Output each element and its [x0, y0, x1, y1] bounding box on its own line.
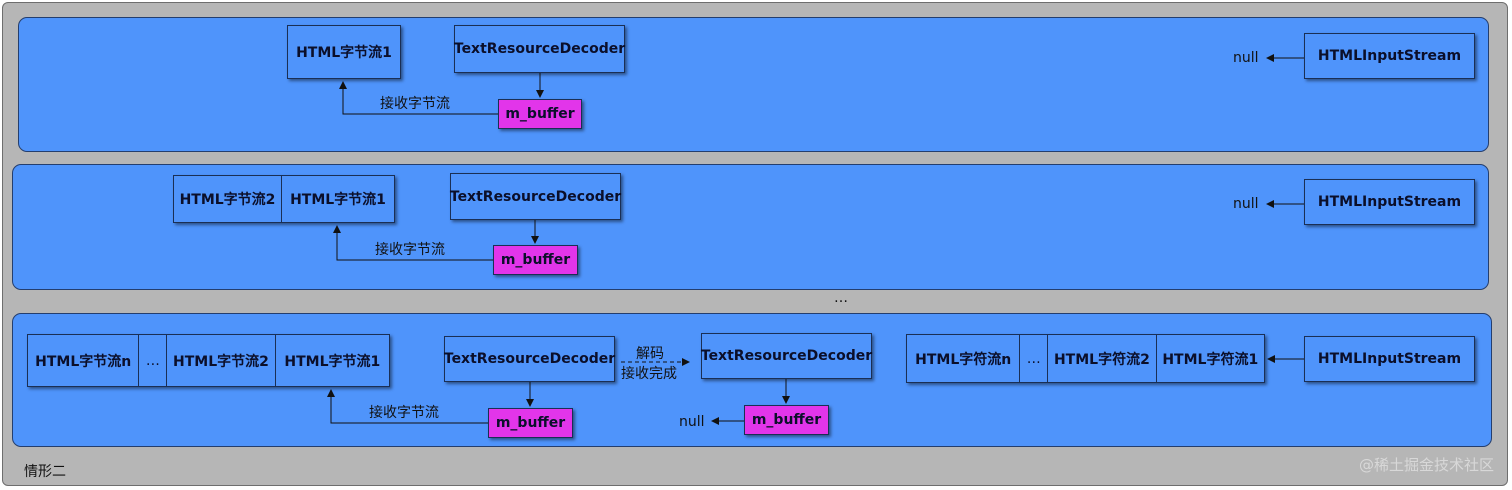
- null-label: null: [1233, 196, 1259, 212]
- html-byte-stream-box: HTML字节流n … HTML字节流2 HTML字节流1: [27, 334, 390, 387]
- html-byte-stream-1: HTML字节流1: [284, 353, 381, 370]
- m-buffer-box: m_buffer: [493, 245, 578, 275]
- html-char-stream-1: HTML字符流1: [1162, 351, 1259, 368]
- receive-bytes-label: 接收字节流: [369, 405, 439, 421]
- html-byte-stream-segment: HTML字节流2: [174, 176, 283, 222]
- html-byte-stream-segment: HTML字节流1: [276, 335, 389, 386]
- html-byte-stream-box: HTML字节流2 HTML字节流1: [173, 175, 395, 223]
- html-byte-stream-1: HTML字节流1: [296, 45, 392, 61]
- html-byte-stream-segment: …: [139, 335, 168, 386]
- null-label: null: [679, 414, 705, 430]
- m-buffer-2-box: m_buffer: [744, 405, 829, 435]
- watermark: @稀土掘金技术社区: [1358, 456, 1494, 474]
- input-stream-label: HTMLInputStream: [1317, 351, 1462, 367]
- html-byte-stream-2: HTML字节流2: [173, 353, 269, 370]
- html-char-stream-box: HTML字符流n … HTML字符流2 HTML字符流1: [906, 334, 1265, 383]
- html-byte-stream-box: HTML字节流1: [287, 25, 401, 79]
- scenario-caption: 情形二: [24, 464, 66, 480]
- html-char-stream-segment: HTML字符流1: [1157, 335, 1264, 382]
- text-resource-decoder-2-box: TextResourceDecoder: [701, 333, 872, 379]
- receive-bytes-label: 接收字节流: [380, 96, 450, 112]
- m-buffer-box: m_buffer: [498, 99, 582, 129]
- ellipsis: …: [834, 290, 848, 306]
- html-byte-stream-segment: HTML字节流2: [167, 335, 276, 386]
- html-char-stream-segment: …: [1020, 335, 1049, 382]
- html-byte-stream-1: HTML字节流1: [290, 192, 386, 208]
- null-label: null: [1233, 50, 1259, 66]
- receive-bytes-label: 接收字节流: [375, 242, 445, 258]
- buffer-label: m_buffer: [505, 106, 575, 122]
- m-buffer-box: m_buffer: [488, 408, 573, 438]
- html-char-stream-2: HTML字符流2: [1053, 351, 1150, 368]
- input-stream-label: HTMLInputStream: [1317, 194, 1462, 210]
- html-input-stream-box: HTMLInputStream: [1304, 336, 1475, 382]
- text-resource-decoder-box: TextResourceDecoder: [450, 173, 621, 220]
- html-char-stream-ellipsis: …: [1026, 350, 1041, 367]
- html-input-stream-box: HTMLInputStream: [1304, 33, 1475, 79]
- decoder-2-label: TextResourceDecoder: [700, 348, 873, 364]
- buffer-2-label: m_buffer: [751, 412, 822, 428]
- html-byte-stream-n: HTML字节流n: [35, 353, 132, 370]
- html-input-stream-box: HTMLInputStream: [1304, 179, 1475, 225]
- decode-complete-label: 接收完成: [621, 366, 677, 382]
- text-resource-decoder-box: TextResourceDecoder: [444, 336, 615, 382]
- html-byte-stream-2: HTML字节流2: [179, 192, 276, 208]
- buffer-label: m_buffer: [495, 415, 566, 431]
- buffer-label: m_buffer: [500, 252, 571, 268]
- input-stream-label: HTMLInputStream: [1317, 48, 1462, 64]
- row-1-panel: [18, 17, 1489, 152]
- html-char-stream-n: HTML字符流n: [915, 351, 1012, 368]
- decoder-label: TextResourceDecoder: [453, 41, 626, 57]
- html-byte-stream-segment: HTML字节流n: [28, 335, 140, 386]
- html-char-stream-segment: HTML字符流2: [1048, 335, 1157, 382]
- text-resource-decoder-box: TextResourceDecoder: [454, 25, 625, 73]
- decoder-label: TextResourceDecoder: [449, 188, 622, 205]
- html-char-stream-segment: HTML字符流n: [907, 335, 1021, 382]
- html-byte-stream-ellipsis: …: [145, 352, 160, 369]
- decoder-label: TextResourceDecoder: [443, 351, 616, 367]
- html-byte-stream-segment: HTML字节流1: [282, 176, 394, 222]
- decode-label: 解码: [636, 346, 664, 362]
